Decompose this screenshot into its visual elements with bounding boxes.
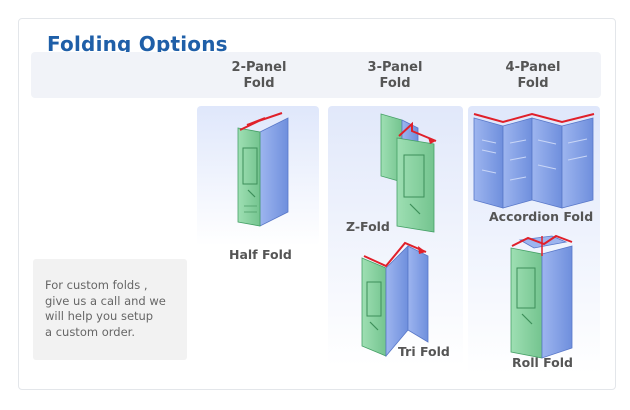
- half-fold-label: Half Fold: [229, 247, 292, 262]
- z-fold-illustration: [380, 113, 437, 233]
- accordion-fold-label: Accordion Fold: [489, 209, 594, 224]
- z-fold-label: Z-Fold: [346, 219, 390, 234]
- roll-fold-illustration: [510, 234, 573, 359]
- accordion-fold-illustration: [473, 112, 595, 209]
- tri-fold-label: Tri Fold: [398, 344, 450, 359]
- half-fold-illustration: [237, 112, 289, 227]
- roll-fold-label: Roll Fold: [512, 355, 573, 370]
- custom-fold-note: For custom folds , give us a call and we…: [45, 278, 166, 339]
- column-header-band: [31, 52, 601, 98]
- tri-fold-illustration: [361, 241, 429, 358]
- custom-fold-note-box: [33, 259, 187, 360]
